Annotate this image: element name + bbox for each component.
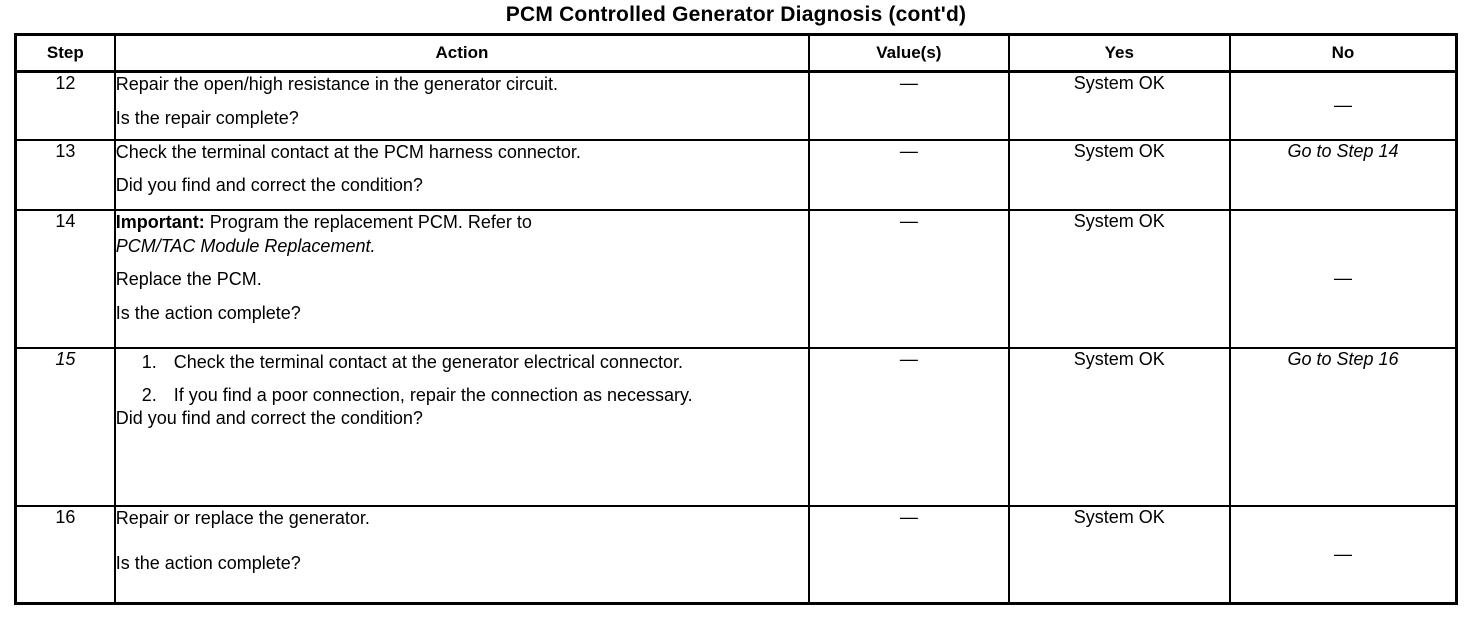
- action-cell: Important: Program the replacement PCM. …: [113, 208, 811, 349]
- table-header-row: Step Action Value(s) Yes No: [14, 33, 1458, 74]
- table-row: 16 Repair or replace the generator. Is t…: [14, 504, 1458, 605]
- table-row: 13 Check the terminal contact at the PCM…: [14, 138, 1458, 211]
- yes-cell: System OK: [1007, 504, 1232, 605]
- important-body: Program the replacement PCM. Refer to: [209, 211, 532, 232]
- action-line: Did you find and correct the condition?: [115, 407, 423, 428]
- list-item: If you find a poor connection, repair th…: [142, 384, 693, 407]
- step-number: 16: [14, 504, 116, 605]
- blank-line: [116, 530, 808, 552]
- no-cell: —: [1229, 504, 1458, 605]
- no-cell: Go to Step 14: [1229, 138, 1458, 211]
- table-row: 15 Check the terminal contact at the gen…: [14, 346, 1458, 507]
- column-header-step: Step: [14, 33, 116, 74]
- step-number: 14: [14, 208, 116, 349]
- value-cell: —: [808, 208, 1010, 349]
- diagnostic-table: Step Action Value(s) Yes No 12 Repair th…: [14, 33, 1458, 606]
- action-line: Repair the open/high resistance in the g…: [115, 74, 558, 95]
- table-row: 12 Repair the open/high resistance in th…: [14, 70, 1458, 141]
- no-cell: —: [1229, 70, 1458, 141]
- yes-cell: System OK: [1007, 138, 1232, 211]
- important-label: Important:: [115, 211, 205, 232]
- list-item: Check the terminal contact at the genera…: [142, 351, 683, 374]
- yes-cell: System OK: [1007, 346, 1232, 507]
- yes-cell: System OK: [1007, 208, 1232, 349]
- yes-cell: System OK: [1007, 70, 1232, 141]
- action-line: Is the action complete?: [115, 302, 301, 323]
- step-number: 15: [14, 346, 116, 507]
- page-title: PCM Controlled Generator Diagnosis (cont…: [505, 3, 967, 26]
- value-cell: —: [808, 346, 1010, 507]
- value-cell: —: [808, 138, 1010, 211]
- step-number: 13: [14, 138, 116, 211]
- action-cell: Check the terminal contact at the genera…: [113, 346, 811, 507]
- action-cell: Check the terminal contact at the PCM ha…: [113, 138, 811, 211]
- column-header-value: Value(s): [808, 33, 1010, 74]
- no-cell: Go to Step 16: [1229, 346, 1458, 507]
- action-line: Is the action complete?: [115, 553, 301, 574]
- italic-reference: PCM/TAC Module Replacement.: [115, 236, 376, 257]
- action-line: Replace the PCM.: [115, 269, 262, 290]
- action-line: Is the repair complete?: [115, 107, 299, 128]
- important-note: Important: Program the replacement PCM. …: [116, 211, 808, 234]
- action-line: Repair or replace the generator.: [115, 507, 370, 528]
- action-cell: Repair the open/high resistance in the g…: [113, 70, 811, 141]
- action-line: Check the terminal contact at the PCM ha…: [115, 141, 581, 162]
- numbered-list: Check the terminal contact at the genera…: [116, 351, 808, 407]
- column-header-no: No: [1229, 33, 1458, 74]
- action-cell: Repair or replace the generator. Is the …: [113, 504, 811, 605]
- table-row: 14 Important: Program the replacement PC…: [14, 208, 1458, 349]
- action-line: Did you find and correct the condition?: [115, 175, 423, 196]
- value-cell: —: [808, 70, 1010, 141]
- column-header-action: Action: [113, 33, 811, 74]
- column-header-yes: Yes: [1007, 33, 1232, 74]
- no-cell: —: [1229, 208, 1458, 349]
- step-number: 12: [14, 70, 116, 141]
- value-cell: —: [808, 504, 1010, 605]
